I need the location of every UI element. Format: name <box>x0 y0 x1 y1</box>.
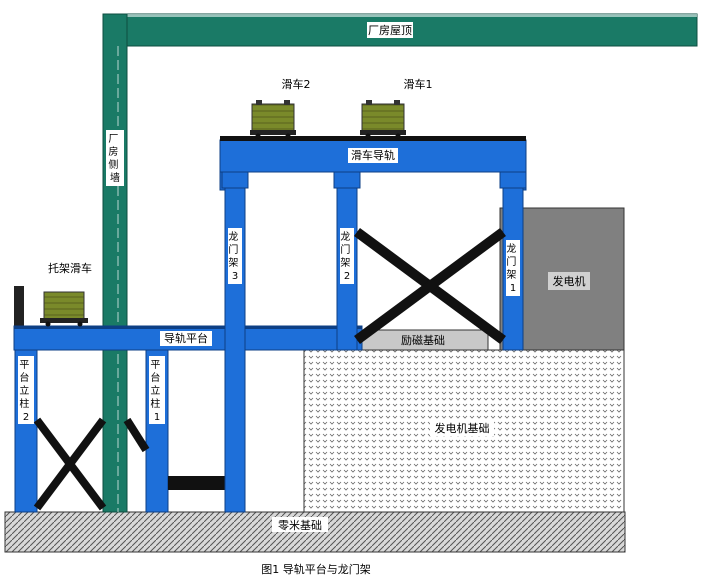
gantry-cross-brace <box>354 227 506 345</box>
gantry-3-char-2: 门 <box>228 243 238 256</box>
trolley-2-crate <box>250 100 296 139</box>
gantry-1-char-3: 架 <box>506 269 516 281</box>
bracket-trolley-label: 托架滑车 <box>48 261 92 275</box>
gantry-2-char-4: 2 <box>344 271 350 282</box>
trolley-1-label: 滑车1 <box>404 77 433 91</box>
trolley-guide-rail <box>219 136 527 191</box>
pc2-char-4: 柱 <box>19 397 29 410</box>
gantry-3-char-3: 架 <box>228 257 238 269</box>
gantry-3-char-4: 3 <box>232 271 238 282</box>
pc1-char-1: 平 <box>150 360 160 371</box>
gantry-1-char-4: 1 <box>510 283 516 294</box>
trolley-1-crate <box>360 100 406 139</box>
platform-tie-beam <box>168 476 226 490</box>
side-wall-char-2: 房 <box>108 145 118 158</box>
side-wall-char-1: 厂 <box>108 134 118 145</box>
gantry-caps <box>221 171 527 189</box>
gantry-2-label: 龙 门 架 2 <box>340 230 353 282</box>
generator-label: 发电机 <box>553 274 586 288</box>
guide-platform <box>13 325 363 351</box>
pc1-char-2: 台 <box>150 371 160 384</box>
plant-roof <box>102 13 698 47</box>
platform-column-1 <box>145 349 169 513</box>
pc1-char-4: 柱 <box>150 397 160 410</box>
gantry-2-char-1: 龙 <box>340 230 350 243</box>
guide-platform-label: 导轨平台 <box>164 331 208 345</box>
side-wall-label: 厂 房 侧 墙 <box>108 134 121 184</box>
gantry-1-char-1: 龙 <box>506 242 516 255</box>
platform-column-2-label: 平 台 立 柱 2 <box>19 360 32 423</box>
roof-label: 厂房屋顶 <box>368 24 412 37</box>
bracket-trolley-crate <box>40 291 88 327</box>
platform-cross-brace <box>33 417 150 511</box>
plant-side-wall <box>102 13 128 513</box>
gantry-1-label: 龙 门 架 1 <box>506 242 519 294</box>
pc1-char-3: 立 <box>150 384 160 397</box>
generator-foundation <box>303 349 625 513</box>
exciter-foundation-label: 励磁基础 <box>401 334 445 347</box>
pc2-char-5: 2 <box>23 412 29 423</box>
base-foundation <box>4 511 626 553</box>
gantry-3 <box>224 187 246 513</box>
gantry-3-char-1: 龙 <box>228 230 238 243</box>
gantry-1 <box>502 187 524 351</box>
pc2-char-2: 台 <box>19 371 29 384</box>
platform-column-2 <box>14 349 38 513</box>
end-stop-post <box>14 286 24 326</box>
base-foundation-label: 零米基础 <box>278 519 322 532</box>
platform-column-1-label: 平 台 立 柱 1 <box>150 360 163 423</box>
side-wall-char-3: 侧 <box>108 158 118 171</box>
gantry-2-char-3: 架 <box>340 257 350 269</box>
gantry-3-label: 龙 门 架 3 <box>228 230 241 282</box>
gantry-2 <box>336 187 358 351</box>
gantry-1-char-2: 门 <box>506 255 516 268</box>
generator-foundation-label: 发电机基础 <box>435 421 490 435</box>
pc1-char-5: 1 <box>154 412 160 423</box>
gantry-2-char-2: 门 <box>340 243 350 256</box>
trolley-rail-label: 滑车导轨 <box>351 148 395 162</box>
side-wall-char-4: 墙 <box>110 171 120 184</box>
figure-caption: 图1 导轨平台与龙门架 <box>261 562 371 576</box>
trolley-2-label: 滑车2 <box>282 77 311 91</box>
pc2-char-3: 立 <box>19 384 29 397</box>
pc2-char-1: 平 <box>19 360 29 371</box>
